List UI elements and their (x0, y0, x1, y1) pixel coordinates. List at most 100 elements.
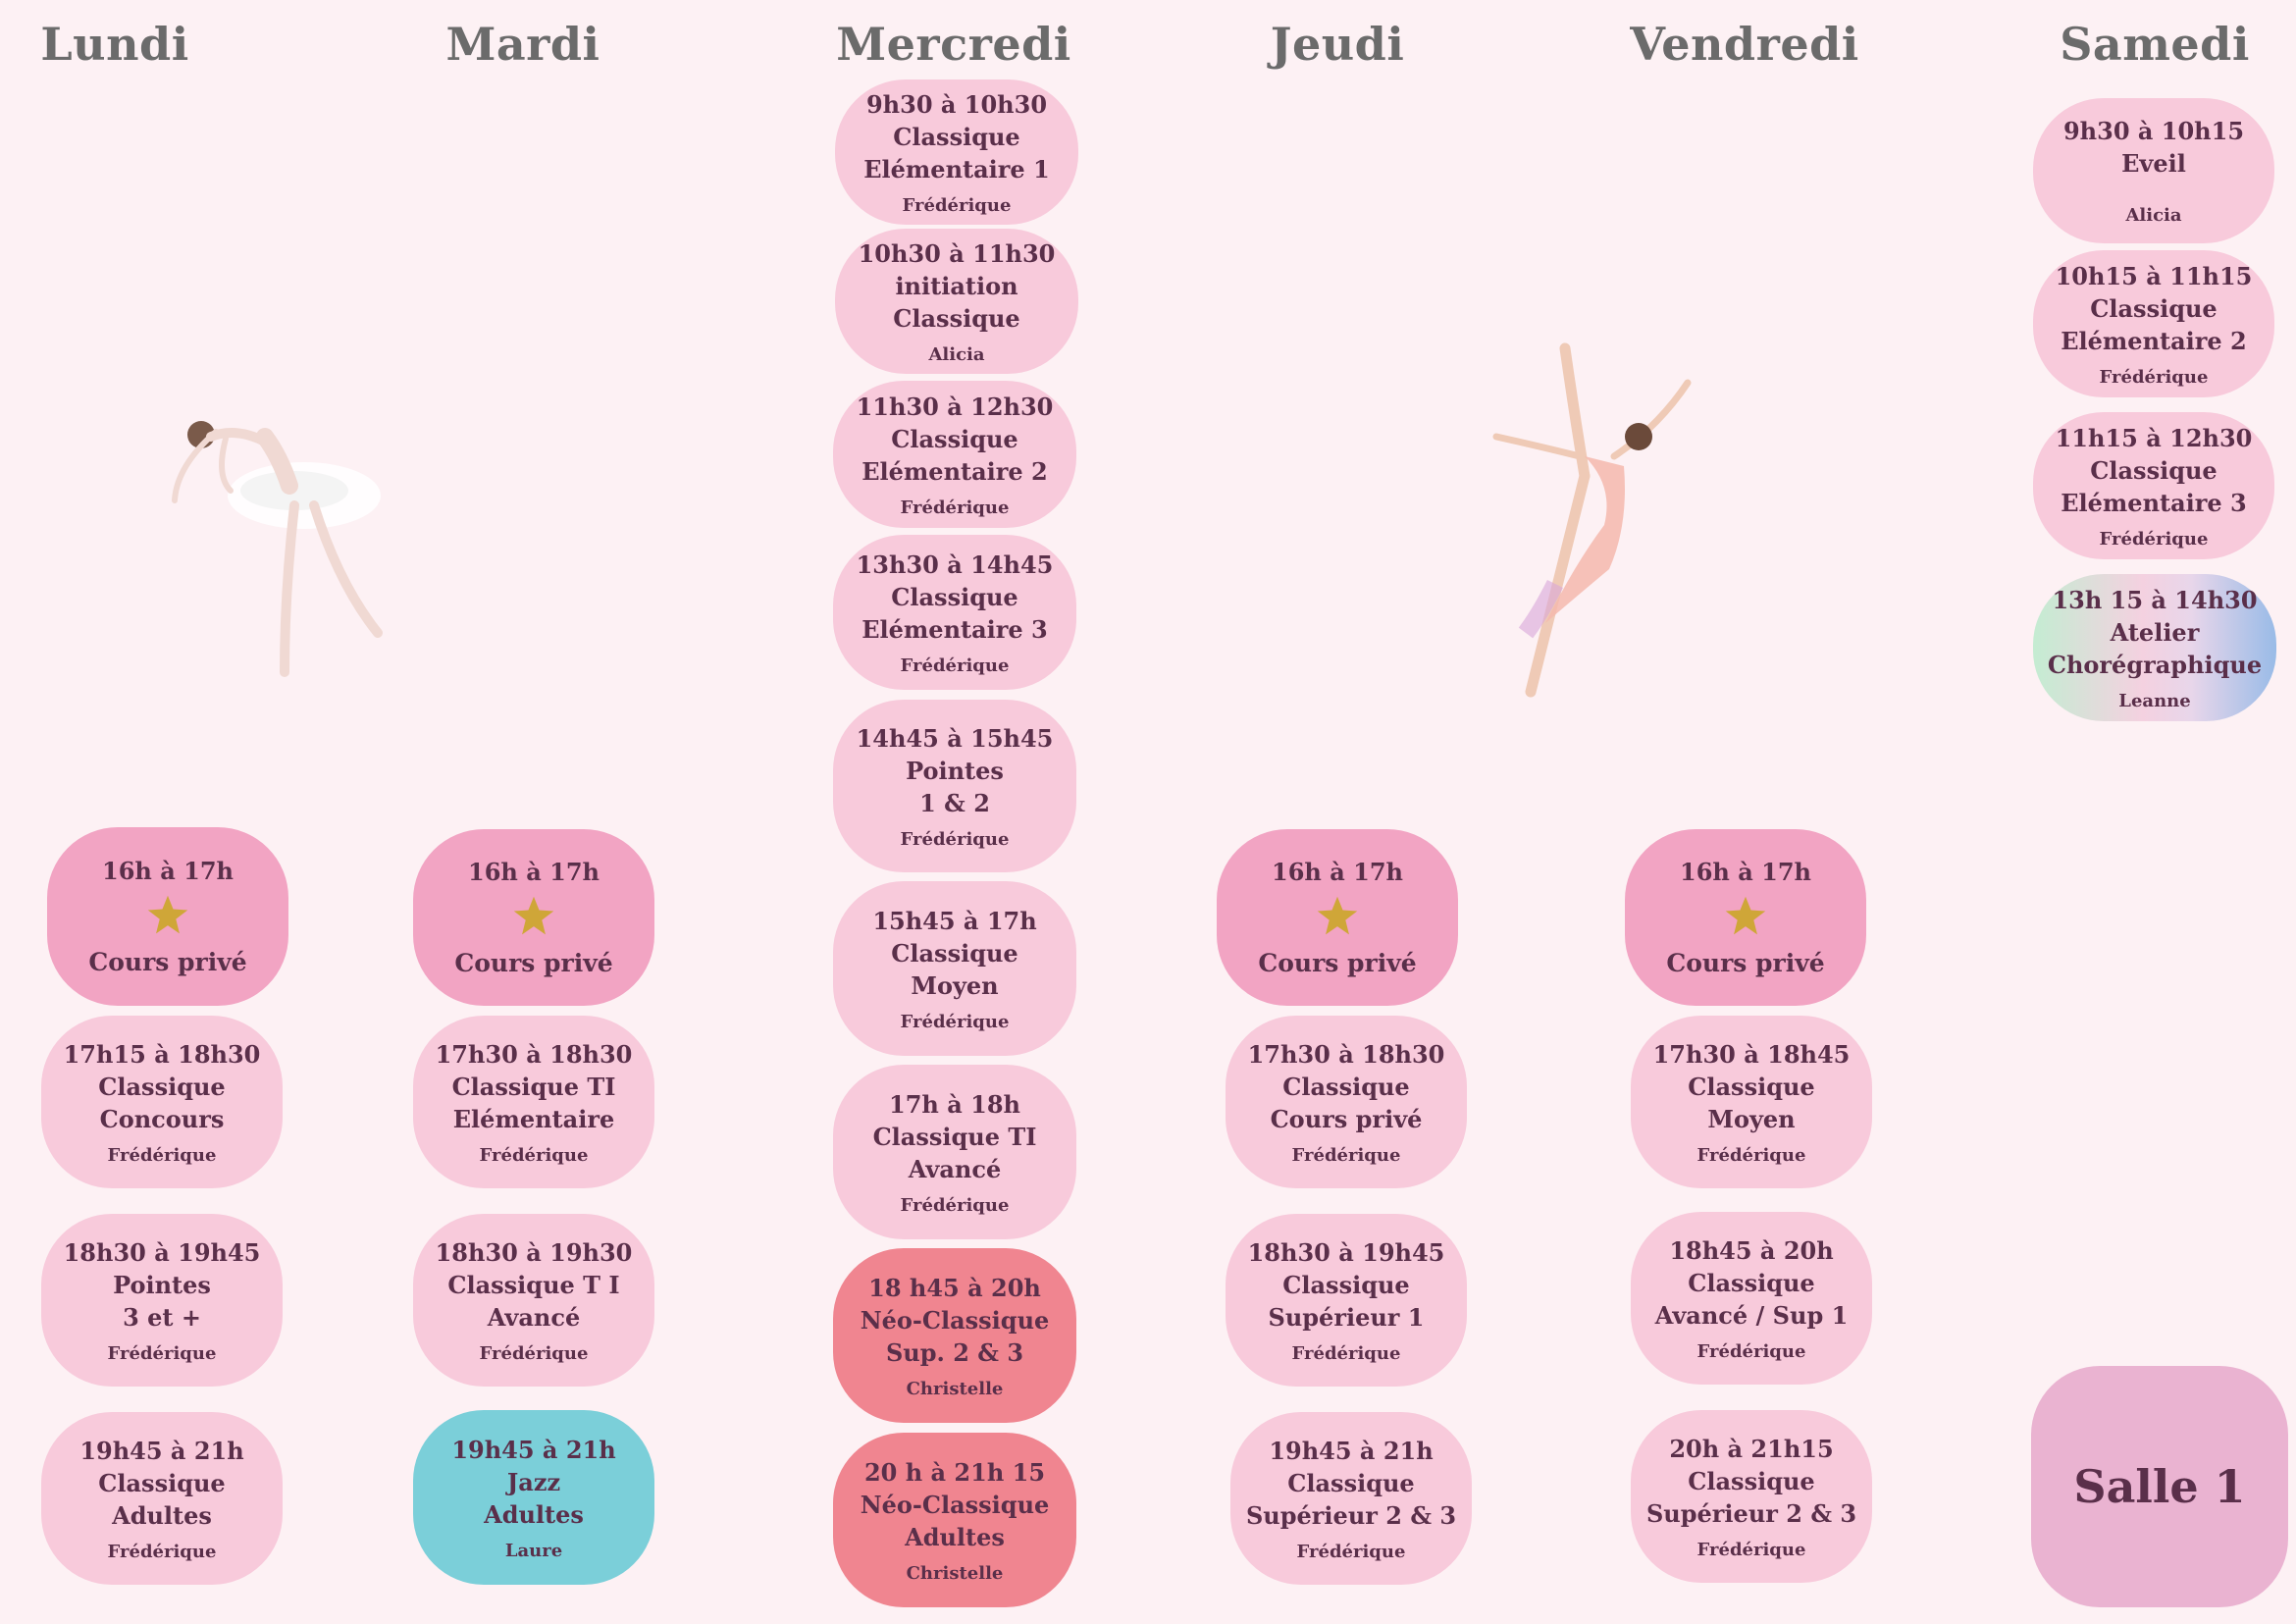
class-time: 16h à 17h (102, 857, 234, 885)
gold-star-icon (1317, 896, 1358, 935)
day-header-jeudi: Jeudi (1270, 18, 1405, 71)
mercredi-class-block[interactable]: 14h45 à 15h45 Pointes 1 & 2 Frédérique (833, 700, 1076, 872)
class-teacher: Frédérique (900, 828, 1010, 850)
class-style: Classique (1287, 1468, 1415, 1497)
class-style: Classique (1688, 1268, 1815, 1297)
class-style: Pointes (906, 756, 1004, 785)
gold-star-icon (513, 896, 554, 935)
class-teacher: Frédérique (1696, 1340, 1806, 1362)
class-teacher: Frédérique (479, 1144, 589, 1166)
class-time: 10h15 à 11h15 (2055, 261, 2253, 290)
class-time: 16h à 17h (1680, 858, 1811, 886)
class-level: 3 et + (123, 1302, 201, 1332)
mercredi-class-block[interactable]: 15h45 à 17h Classique Moyen Frédérique (833, 881, 1076, 1056)
class-style: Néo-Classique (860, 1305, 1050, 1335)
jeudi-class-block[interactable]: 18h30 à 19h45 Classique Supérieur 1 Fréd… (1226, 1214, 1467, 1387)
class-level: Moyen (1707, 1104, 1796, 1133)
private-class-label: Cours privé (1258, 949, 1417, 977)
class-level: Elémentaire 3 (861, 614, 1048, 644)
day-header-mercredi: Mercredi (836, 18, 1071, 71)
private-class-label: Cours privé (454, 949, 613, 977)
class-time: 20 h à 21h 15 (863, 1457, 1046, 1487)
gold-star-icon (1725, 896, 1766, 935)
jeudi-class-block[interactable]: 19h45 à 21h Classique Supérieur 2 & 3 Fr… (1230, 1412, 1472, 1585)
class-teacher: Frédérique (900, 1011, 1010, 1032)
vendredi-class-block[interactable]: 20h à 21h15 Classique Supérieur 2 & 3 Fr… (1631, 1410, 1872, 1583)
samedi-class-block[interactable]: 9h30 à 10h15 Eveil Alicia (2033, 98, 2274, 243)
mercredi-neo-classique-block[interactable]: 18 h45 à 20h Néo-Classique Sup. 2 & 3 Ch… (833, 1248, 1076, 1423)
class-level: Chorégraphique (2047, 650, 2263, 679)
lundi-private-class-block[interactable]: 16h à 17h Cours privé (47, 827, 288, 1006)
vendredi-class-block[interactable]: 17h30 à 18h45 Classique Moyen Frédérique (1631, 1016, 1872, 1188)
class-time: 18h30 à 19h45 (63, 1237, 261, 1267)
class-style: Classique (891, 424, 1018, 453)
class-time: 20h à 21h15 (1669, 1434, 1834, 1463)
day-header-mardi: Mardi (445, 18, 600, 71)
class-teacher: Frédérique (479, 1342, 589, 1364)
mercredi-class-block[interactable]: 13h30 à 14h45 Classique Elémentaire 3 Fr… (833, 535, 1076, 690)
samedi-class-block[interactable]: 10h15 à 11h15 Classique Elémentaire 2 Fr… (2033, 250, 2274, 397)
samedi-class-block[interactable]: 11h15 à 12h30 Classique Elémentaire 3 Fr… (2033, 412, 2274, 559)
mercredi-class-block[interactable]: 9h30 à 10h30 Classique Elémentaire 1 Fré… (835, 79, 1078, 225)
mercredi-class-block[interactable]: 11h30 à 12h30 Classique Elémentaire 2 Fr… (833, 381, 1076, 528)
mercredi-class-block[interactable]: 10h30 à 11h30 initiation Classique Alici… (835, 229, 1078, 374)
mardi-jazz-class-block[interactable]: 19h45 à 21h Jazz Adultes Laure (413, 1410, 654, 1585)
class-level: Supérieur 2 & 3 (1645, 1498, 1857, 1528)
class-level: Elémentaire 2 (2061, 326, 2247, 355)
class-style: Atelier (2110, 617, 2200, 647)
class-time: 19h45 à 21h (1269, 1436, 1434, 1465)
class-level: Supérieur 2 & 3 (1245, 1500, 1457, 1530)
class-time: 9h30 à 10h15 (2062, 117, 2245, 145)
mardi-class-block[interactable]: 17h30 à 18h30 Classique TI Elémentaire F… (413, 1016, 654, 1188)
class-level: Concours (99, 1104, 225, 1133)
class-time: 16h à 17h (468, 858, 600, 886)
samedi-atelier-block[interactable]: 13h 15 à 14h30 Atelier Chorégraphique Le… (2033, 574, 2276, 721)
class-time: 10h30 à 11h30 (858, 238, 1056, 268)
class-level: Sup. 2 & 3 (885, 1337, 1024, 1367)
class-style: Classique (893, 122, 1020, 151)
mardi-private-class-block[interactable]: 16h à 17h Cours privé (413, 829, 654, 1006)
jeudi-private-class-block[interactable]: 16h à 17h Cours privé (1217, 829, 1458, 1006)
class-teacher: Alicia (2125, 205, 2182, 226)
day-header-vendredi: Vendredi (1630, 18, 1859, 71)
class-level: Elémentaire 3 (2061, 488, 2247, 517)
class-teacher: Frédérique (1296, 1541, 1406, 1562)
class-time: 17h30 à 18h45 (1652, 1039, 1851, 1069)
class-teacher: Frédérique (1696, 1144, 1806, 1166)
class-time: 17h15 à 18h30 (63, 1039, 261, 1069)
class-time: 13h 15 à 14h30 (2052, 585, 2258, 614)
class-level: Elémentaire 1 (863, 154, 1050, 183)
class-time: 17h30 à 18h30 (1247, 1039, 1445, 1069)
class-teacher: Frédérique (2099, 528, 2209, 550)
class-teacher: Christelle (906, 1378, 1004, 1399)
class-teacher: Frédérique (1696, 1539, 1806, 1560)
vendredi-private-class-block[interactable]: 16h à 17h Cours privé (1625, 829, 1866, 1006)
class-time: 17h à 18h (889, 1089, 1020, 1119)
class-teacher: Frédérique (1291, 1342, 1401, 1364)
lundi-class-block[interactable]: 17h15 à 18h30 Classique Concours Frédéri… (41, 1016, 283, 1188)
mardi-class-block[interactable]: 18h30 à 19h30 Classique T I Avancé Frédé… (413, 1214, 654, 1387)
class-style: Classique (1282, 1270, 1410, 1299)
class-level: Adultes (905, 1522, 1005, 1551)
vendredi-class-block[interactable]: 18h45 à 20h Classique Avancé / Sup 1 Fré… (1631, 1212, 1872, 1385)
class-time: 9h30 à 10h30 (865, 89, 1048, 119)
class-time: 18h45 à 20h (1669, 1235, 1834, 1265)
class-teacher: Frédérique (107, 1144, 217, 1166)
lundi-class-block[interactable]: 19h45 à 21h Classique Adultes Frédérique (41, 1412, 283, 1585)
class-time: 16h à 17h (1272, 858, 1403, 886)
class-style: Eveil (2121, 149, 2186, 178)
jeudi-class-block[interactable]: 17h30 à 18h30 Classique Cours privé Fréd… (1226, 1016, 1467, 1188)
class-level: Avancé (487, 1302, 581, 1332)
lundi-class-block[interactable]: 18h30 à 19h45 Pointes 3 et + Frédérique (41, 1214, 283, 1387)
room-badge: Salle 1 (2031, 1366, 2288, 1607)
class-style: Classique TI (451, 1072, 616, 1101)
class-level: Elémentaire 2 (861, 456, 1048, 486)
private-class-label: Cours privé (1666, 949, 1825, 977)
day-header-samedi: Samedi (2060, 18, 2250, 71)
class-time: 11h15 à 12h30 (2055, 423, 2253, 452)
class-teacher: Christelle (906, 1562, 1004, 1584)
mercredi-neo-classique-block[interactable]: 20 h à 21h 15 Néo-Classique Adultes Chri… (833, 1433, 1076, 1607)
class-time: 14h45 à 15h45 (856, 723, 1054, 753)
class-style: Classique (2090, 455, 2218, 485)
mercredi-class-block[interactable]: 17h à 18h Classique TI Avancé Frédérique (833, 1065, 1076, 1239)
